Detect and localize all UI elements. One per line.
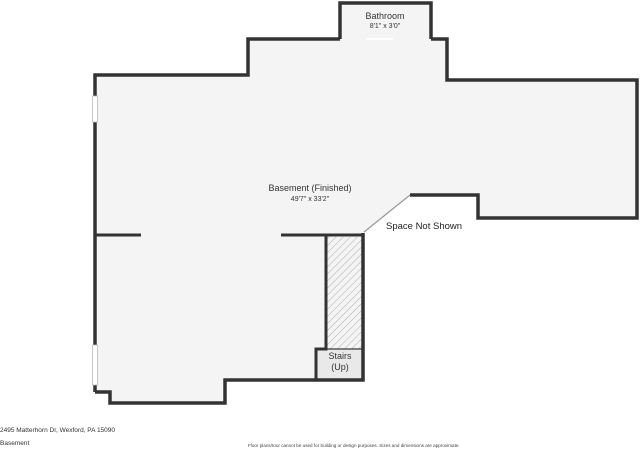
property-address: 2495 Matterhorn Dr, Wexford, PA 15090: [0, 427, 116, 434]
basement-outer-wall: [93, 37, 639, 392]
stairs-box: [315, 348, 364, 381]
stair-side-wall: [314, 236, 328, 380]
basement-lower-wall: [95, 233, 365, 405]
stairs-note: (Up): [331, 362, 349, 372]
basement-dimensions: 49'7" x 33'2": [291, 196, 330, 203]
bathroom-wall: [338, 1, 433, 39]
bathroom-name: Bathroom: [365, 11, 404, 21]
bathroom-dimensions: 8'1" x 3'0": [370, 23, 401, 30]
space-not-shown-label: Space Not Shown: [386, 221, 462, 232]
window-lower: [92, 344, 98, 386]
open-edge: [363, 194, 411, 233]
stairs-name: Stairs: [328, 351, 352, 361]
bathroom-floor: [340, 3, 431, 39]
window-upper: [92, 95, 98, 123]
basement-floor: [95, 39, 637, 403]
basement-name: Basement (Finished): [268, 183, 351, 193]
floor-level-label: Basement: [0, 440, 30, 447]
disclaimer-text: Floor plans/tour cannot be used for buil…: [248, 443, 460, 448]
